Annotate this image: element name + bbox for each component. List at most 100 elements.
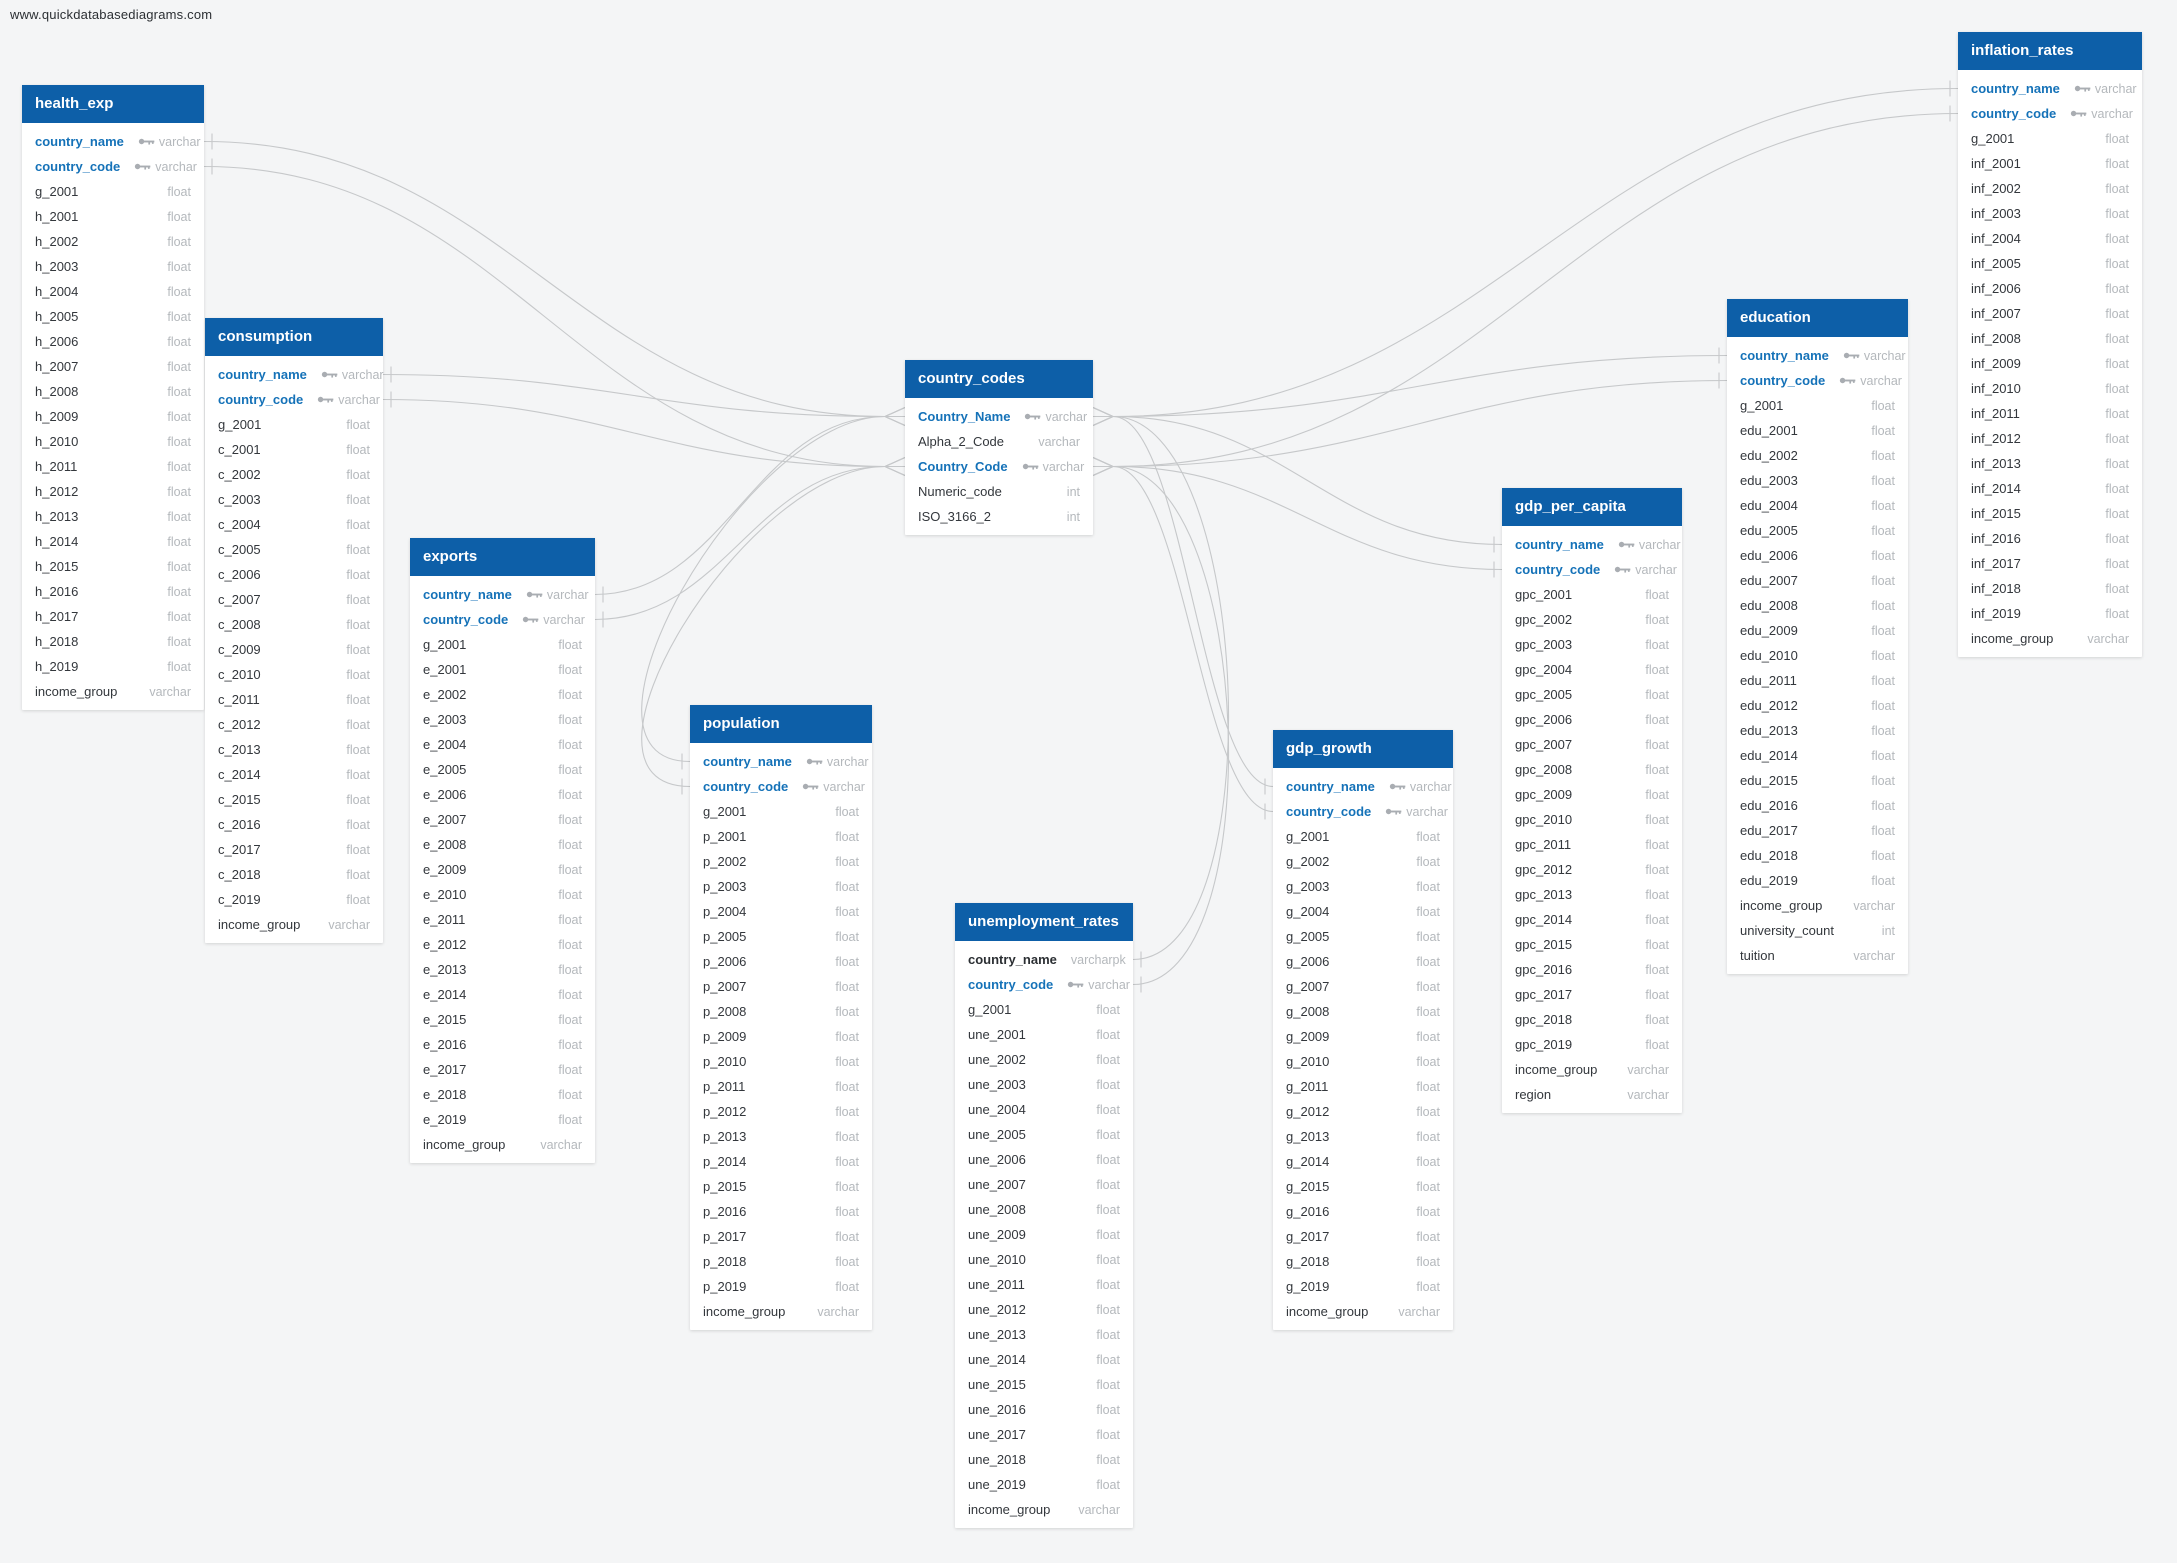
- field-name: une_2007: [968, 1177, 1026, 1192]
- field-name: g_2006: [1286, 954, 1330, 969]
- field-type: float: [1096, 1002, 1120, 1017]
- field-type: float: [346, 492, 370, 507]
- relationship-curve: [1092, 406, 1114, 427]
- field-name: country_name: [1740, 348, 1829, 363]
- field-name: p_2013: [703, 1129, 747, 1144]
- field-type: float: [1416, 1154, 1440, 1169]
- field-name: g_2003: [1286, 879, 1330, 894]
- table-title[interactable]: gdp_growth: [1273, 730, 1453, 768]
- field-name: g_2014: [1286, 1154, 1330, 1169]
- field-name: h_2001: [35, 209, 79, 224]
- key-icon: [2074, 85, 2091, 92]
- field-name: e_2007: [423, 812, 467, 827]
- field-type: float: [2105, 531, 2129, 546]
- field-type: float: [558, 687, 582, 702]
- field-name: p_2002: [703, 854, 747, 869]
- field-name: country_name: [968, 952, 1057, 967]
- field-type: float: [2105, 481, 2129, 496]
- field-type: float: [1645, 962, 1669, 977]
- field-type: float: [1645, 987, 1669, 1002]
- field-name: c_2010: [218, 667, 261, 682]
- field-name: g_2001: [1971, 131, 2015, 146]
- field-name: p_2006: [703, 954, 747, 969]
- table-title[interactable]: gdp_per_capita: [1502, 488, 1682, 526]
- field-name: edu_2006: [1740, 548, 1798, 563]
- field-type: float: [346, 692, 370, 707]
- key-icon: [138, 138, 155, 145]
- field-type: int: [1066, 509, 1080, 524]
- field-name: c_2019: [218, 892, 261, 907]
- field-name: inf_2014: [1971, 481, 2021, 496]
- field-type: varchar: [1863, 348, 1906, 363]
- field-name: country_code: [1740, 373, 1826, 388]
- field-name: h_2015: [35, 559, 79, 574]
- field-name: c_2016: [218, 817, 261, 832]
- field-type: float: [835, 1129, 859, 1144]
- table-title[interactable]: education: [1727, 299, 1908, 337]
- relationship-curve: [1112, 112, 1959, 468]
- field-type: float: [1416, 1279, 1440, 1294]
- field-name: g_2001: [423, 637, 467, 652]
- field-name: h_2002: [35, 234, 79, 249]
- field-type: float: [346, 842, 370, 857]
- table-title[interactable]: inflation_rates: [1958, 32, 2142, 70]
- table-title[interactable]: country_codes: [905, 360, 1093, 398]
- field-type: float: [1416, 1179, 1440, 1194]
- field-name: country_name: [218, 367, 307, 382]
- field-type: float: [346, 417, 370, 432]
- field-name: g_2012: [1286, 1104, 1330, 1119]
- table-title[interactable]: consumption: [205, 318, 383, 356]
- field-type: varchar: [817, 1304, 859, 1319]
- field-name: gpc_2017: [1515, 987, 1573, 1002]
- field-type: float: [1645, 712, 1669, 727]
- field-type: float: [167, 509, 191, 524]
- field-type: varchar: [2091, 106, 2133, 121]
- table-title[interactable]: population: [690, 705, 872, 743]
- field-type: float: [1096, 1127, 1120, 1142]
- field-name: country_code: [1971, 106, 2057, 121]
- field-name: country_code: [35, 159, 121, 174]
- relationship-curve: [594, 415, 886, 596]
- table-title[interactable]: unemployment_rates: [955, 903, 1133, 941]
- field-name: inf_2010: [1971, 381, 2021, 396]
- key-icon: [1386, 808, 1402, 815]
- table-title[interactable]: exports: [410, 538, 595, 576]
- table-title[interactable]: health_exp: [22, 85, 204, 123]
- table-card-education[interactable]: education country_name varchar country_code…: [1727, 299, 1908, 974]
- field-type: float: [1645, 1037, 1669, 1052]
